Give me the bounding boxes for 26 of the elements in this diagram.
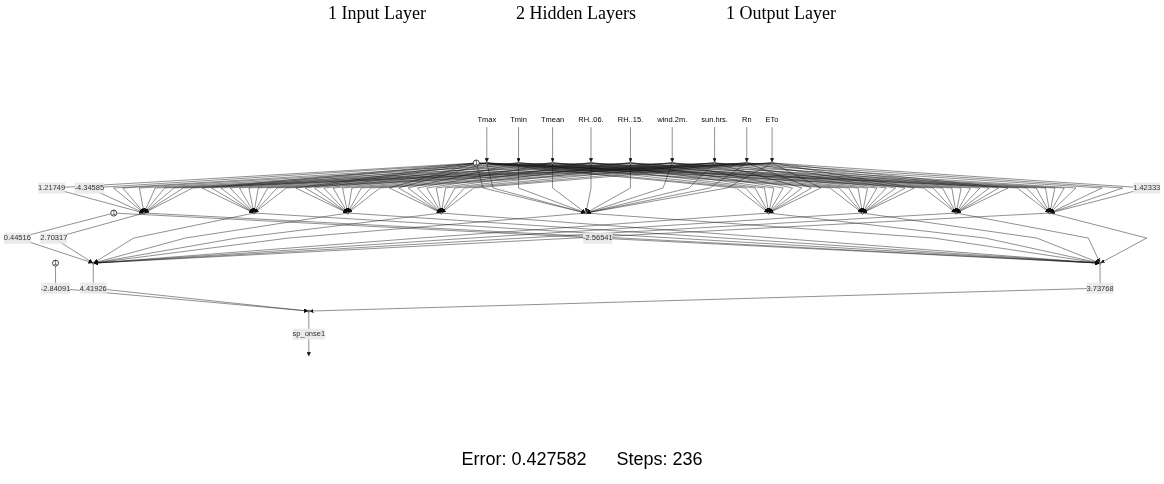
training-stat: Error: 0.427582	[461, 448, 587, 470]
node-circle	[142, 211, 146, 215]
node-circle	[767, 211, 770, 215]
node-circle	[584, 211, 588, 215]
layer-label: 2 Hidden Layers	[516, 2, 636, 24]
layer-label: 1 Output Layer	[726, 2, 836, 24]
training-stat: Steps: 236	[616, 448, 703, 470]
node-circle	[954, 211, 958, 215]
node-circle	[770, 161, 774, 165]
node-circle	[440, 211, 443, 215]
node-circle	[346, 211, 349, 215]
layer-label: 1 Input Layer	[328, 2, 426, 24]
node-circle	[745, 161, 749, 165]
node-circle	[1048, 211, 1052, 215]
node-circle	[1098, 261, 1102, 265]
node-circle	[589, 161, 593, 165]
node-circle	[861, 211, 864, 215]
node-circle	[252, 211, 256, 215]
node-circle	[91, 261, 95, 265]
node-circle	[517, 161, 520, 165]
node-circle	[713, 161, 716, 165]
node-circle	[670, 161, 674, 165]
node-circle	[307, 309, 311, 313]
node-circle	[551, 161, 554, 165]
node-circle	[629, 161, 632, 165]
node-circle	[485, 161, 489, 165]
